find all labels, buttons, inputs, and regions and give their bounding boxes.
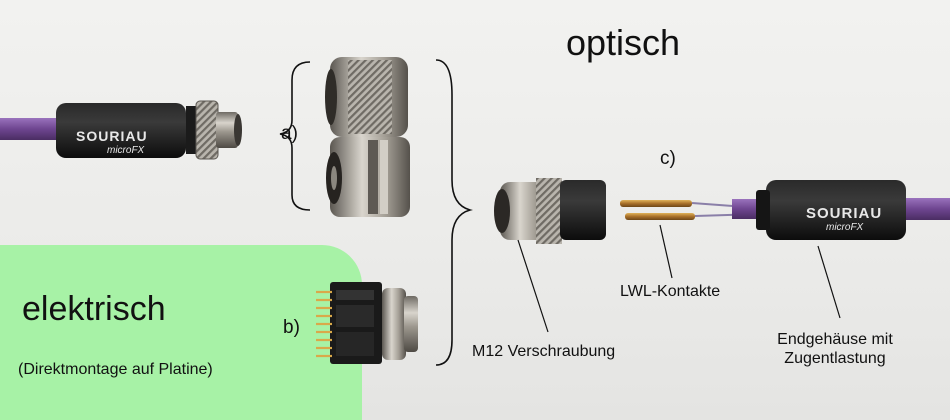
subtitle-direktmontage: (Direktmontage auf Platine)	[18, 361, 213, 378]
label-b: b)	[283, 317, 300, 338]
title-optisch: optisch	[566, 22, 681, 63]
label-endgehaeuse-line2: Zugentlastung	[784, 350, 886, 367]
microfx-logo-right: microFX	[826, 222, 864, 233]
souriau-logo-right: SOURIAU	[806, 205, 883, 222]
coupling-nut-knurled	[325, 57, 408, 137]
microfx-logo-left: microFX	[107, 145, 145, 156]
label-c: c)	[660, 148, 676, 169]
label-a: a)	[281, 123, 298, 144]
label-endgehaeuse-line1: Endgehäuse mit	[777, 331, 893, 348]
title-elektrisch: elektrisch	[22, 290, 166, 328]
end-housing	[732, 180, 950, 240]
label-endgehaeuse: Endgehäuse mit Zugentlastung	[745, 330, 925, 368]
m12-coupling	[494, 178, 606, 244]
electrical-panel	[0, 245, 362, 420]
left-cable-connector	[0, 100, 242, 160]
panel-mount-receptacle	[326, 137, 410, 217]
label-lwl-kontakte: LWL-Kontakte	[620, 283, 721, 300]
leader-lines	[517, 224, 841, 333]
souriau-logo-left: SOURIAU	[76, 128, 148, 144]
label-m12-verschraubung: M12 Verschraubung	[472, 343, 616, 360]
pcb-mount-connector	[316, 282, 418, 364]
grouping-braces	[279, 59, 473, 366]
